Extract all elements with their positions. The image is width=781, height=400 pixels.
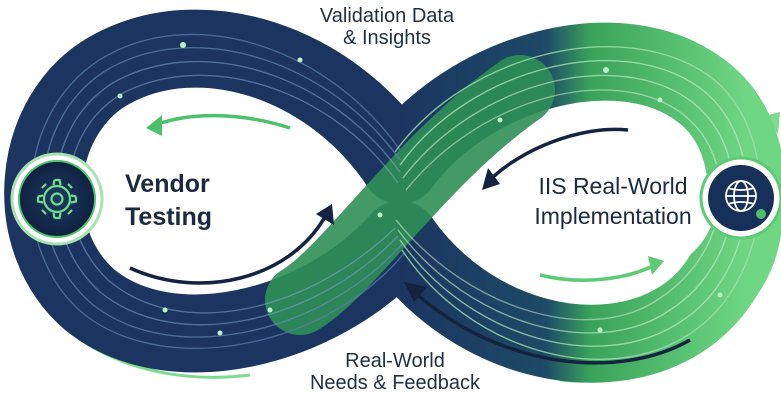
- ribbon-cross-up: [265, 55, 555, 335]
- inner-arrow-bottom-center: [410, 288, 691, 365]
- iis-implementation-label: IIS Real-World Implementation: [534, 173, 692, 229]
- ribbon-glow-dots: [117, 42, 723, 336]
- inner-arrow-left-bottom: [129, 214, 328, 285]
- inner-arrow-left-bottom-head: [316, 204, 334, 225]
- real-world-feedback-label: Real-World Needs & Feedback: [309, 350, 481, 395]
- globe-status-dot: [756, 209, 766, 219]
- inner-arrow-left-top: [154, 113, 291, 130]
- inner-arrow-right-bottom: [539, 263, 656, 282]
- left-loop-hole: [80, 113, 320, 277]
- validation-data-label: Validation Data & Insights: [319, 5, 455, 50]
- vendor-testing-label: Vendor Testing: [125, 170, 213, 231]
- gear-icon: [36, 178, 78, 220]
- inner-arrow-right-bottom-head: [648, 256, 664, 275]
- inner-arrow-left-top-head: [146, 115, 162, 136]
- globe-icon: [725, 180, 757, 212]
- inner-arrow-right-top: [488, 127, 629, 182]
- inner-arrow-bottom-center-head: [404, 282, 427, 302]
- inner-arrow-right-top-head: [482, 168, 500, 190]
- right-loop-hole: [485, 125, 715, 285]
